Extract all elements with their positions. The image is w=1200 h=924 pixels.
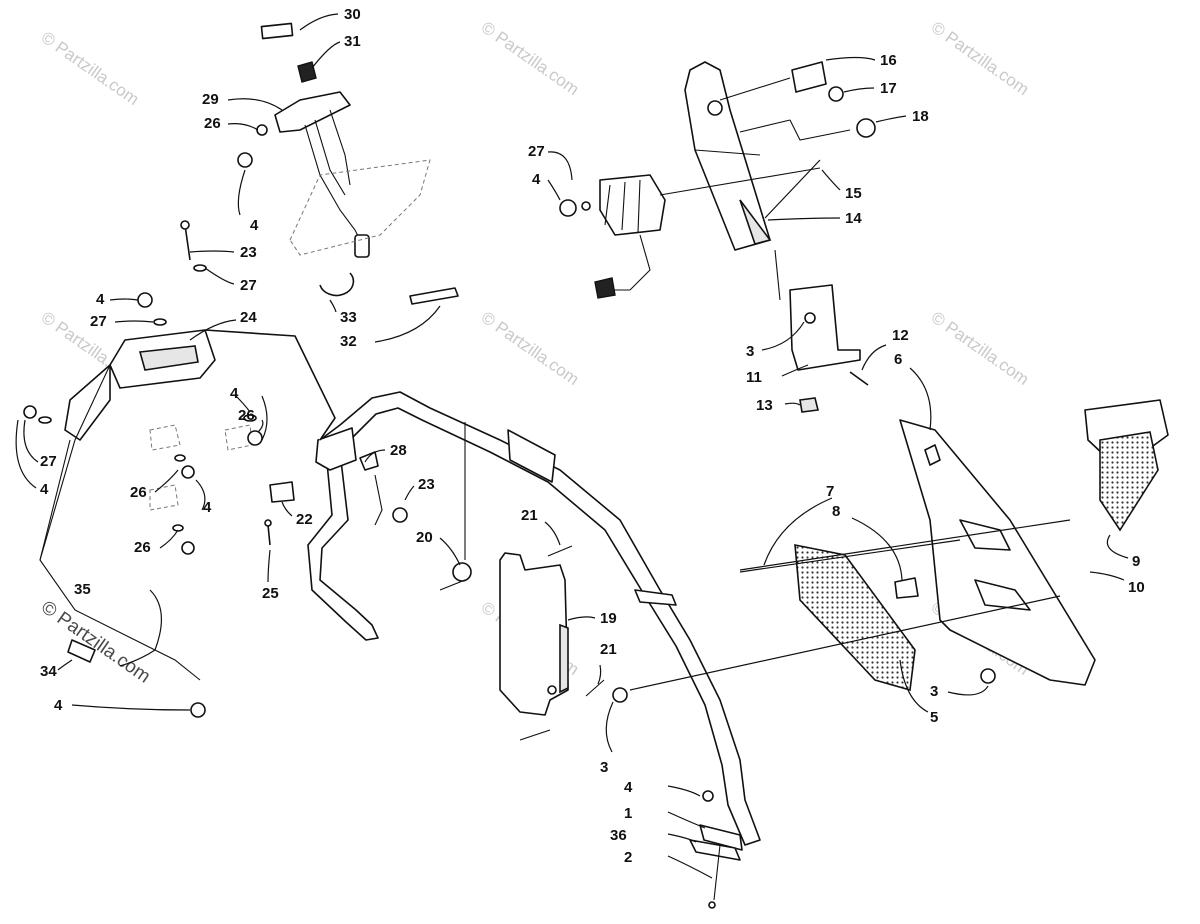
callout-25: 25 xyxy=(262,585,279,602)
callout-3: 3 xyxy=(930,683,938,700)
side-panel xyxy=(359,422,628,741)
callout-4: 4 xyxy=(532,171,541,188)
callouts: 30 31 29 26 4 23 27 4 27 24 33 32 xyxy=(15,6,1145,879)
callout-23: 23 xyxy=(418,476,435,493)
leader-lines xyxy=(629,159,1071,691)
callout-4: 4 xyxy=(40,481,49,498)
bumper-frame xyxy=(307,391,761,909)
callout-1: 1 xyxy=(624,805,632,822)
callout-26: 26 xyxy=(134,539,151,556)
watermark: © Partzilla.com xyxy=(928,308,1033,389)
callout-18: 18 xyxy=(912,108,929,125)
callout-6: 6 xyxy=(894,351,902,368)
callout-36: 36 xyxy=(610,827,627,844)
callout-14: 14 xyxy=(845,210,862,227)
callout-4: 4 xyxy=(96,291,105,308)
callout-3: 3 xyxy=(746,343,754,360)
callout-11: 11 xyxy=(746,369,762,386)
reflector-bracket xyxy=(39,329,336,681)
callout-23: 23 xyxy=(240,244,257,261)
callout-5: 5 xyxy=(930,709,938,726)
callout-29: 29 xyxy=(202,91,219,108)
callout-33: 33 xyxy=(340,309,357,326)
callout-21: 21 xyxy=(600,641,617,658)
callout-4: 4 xyxy=(624,779,633,796)
mount-plate-assembly xyxy=(559,61,876,299)
callout-16: 16 xyxy=(880,52,897,69)
callout-19: 19 xyxy=(600,610,617,627)
voltage-regulator-assembly xyxy=(237,22,459,305)
callout-2: 2 xyxy=(624,849,632,866)
callout-4: 4 xyxy=(250,217,259,234)
callout-21: 21 xyxy=(521,507,538,524)
callout-27: 27 xyxy=(40,453,57,470)
fasteners-left xyxy=(23,220,272,718)
callout-4: 4 xyxy=(54,697,63,714)
watermark: © Partzilla.com xyxy=(928,18,1033,99)
callout-24: 24 xyxy=(240,309,257,326)
callout-12: 12 xyxy=(892,327,909,344)
callout-10: 10 xyxy=(1128,579,1145,596)
callout-26: 26 xyxy=(238,407,255,424)
callout-20: 20 xyxy=(416,529,433,546)
lower-bracket xyxy=(774,249,869,413)
callout-26: 26 xyxy=(204,115,221,132)
callout-9: 9 xyxy=(1132,553,1140,570)
watermark: © Partzilla.com xyxy=(478,18,583,99)
callout-27: 27 xyxy=(90,313,107,330)
callout-34: 34 xyxy=(40,663,57,680)
callout-15: 15 xyxy=(845,185,862,202)
small-brackets xyxy=(149,424,295,511)
callout-27: 27 xyxy=(528,143,545,160)
callout-32: 32 xyxy=(340,333,357,350)
watermark: © Partzilla.com xyxy=(38,28,143,109)
callout-7: 7 xyxy=(826,483,834,500)
callout-13: 13 xyxy=(756,397,773,414)
callout-8: 8 xyxy=(832,503,840,520)
callout-22: 22 xyxy=(296,511,313,528)
reflector-panel xyxy=(794,399,1169,692)
callout-30: 30 xyxy=(344,6,361,23)
callout-31: 31 xyxy=(344,33,361,50)
callout-17: 17 xyxy=(880,80,897,97)
callout-4: 4 xyxy=(230,385,239,402)
watermark: © Partzilla.com xyxy=(478,308,583,389)
callout-3: 3 xyxy=(600,759,608,776)
callout-4: 4 xyxy=(203,499,212,516)
callout-26: 26 xyxy=(130,484,147,501)
callout-27: 27 xyxy=(240,277,257,294)
callout-35: 35 xyxy=(74,581,91,598)
callout-28: 28 xyxy=(390,442,407,459)
